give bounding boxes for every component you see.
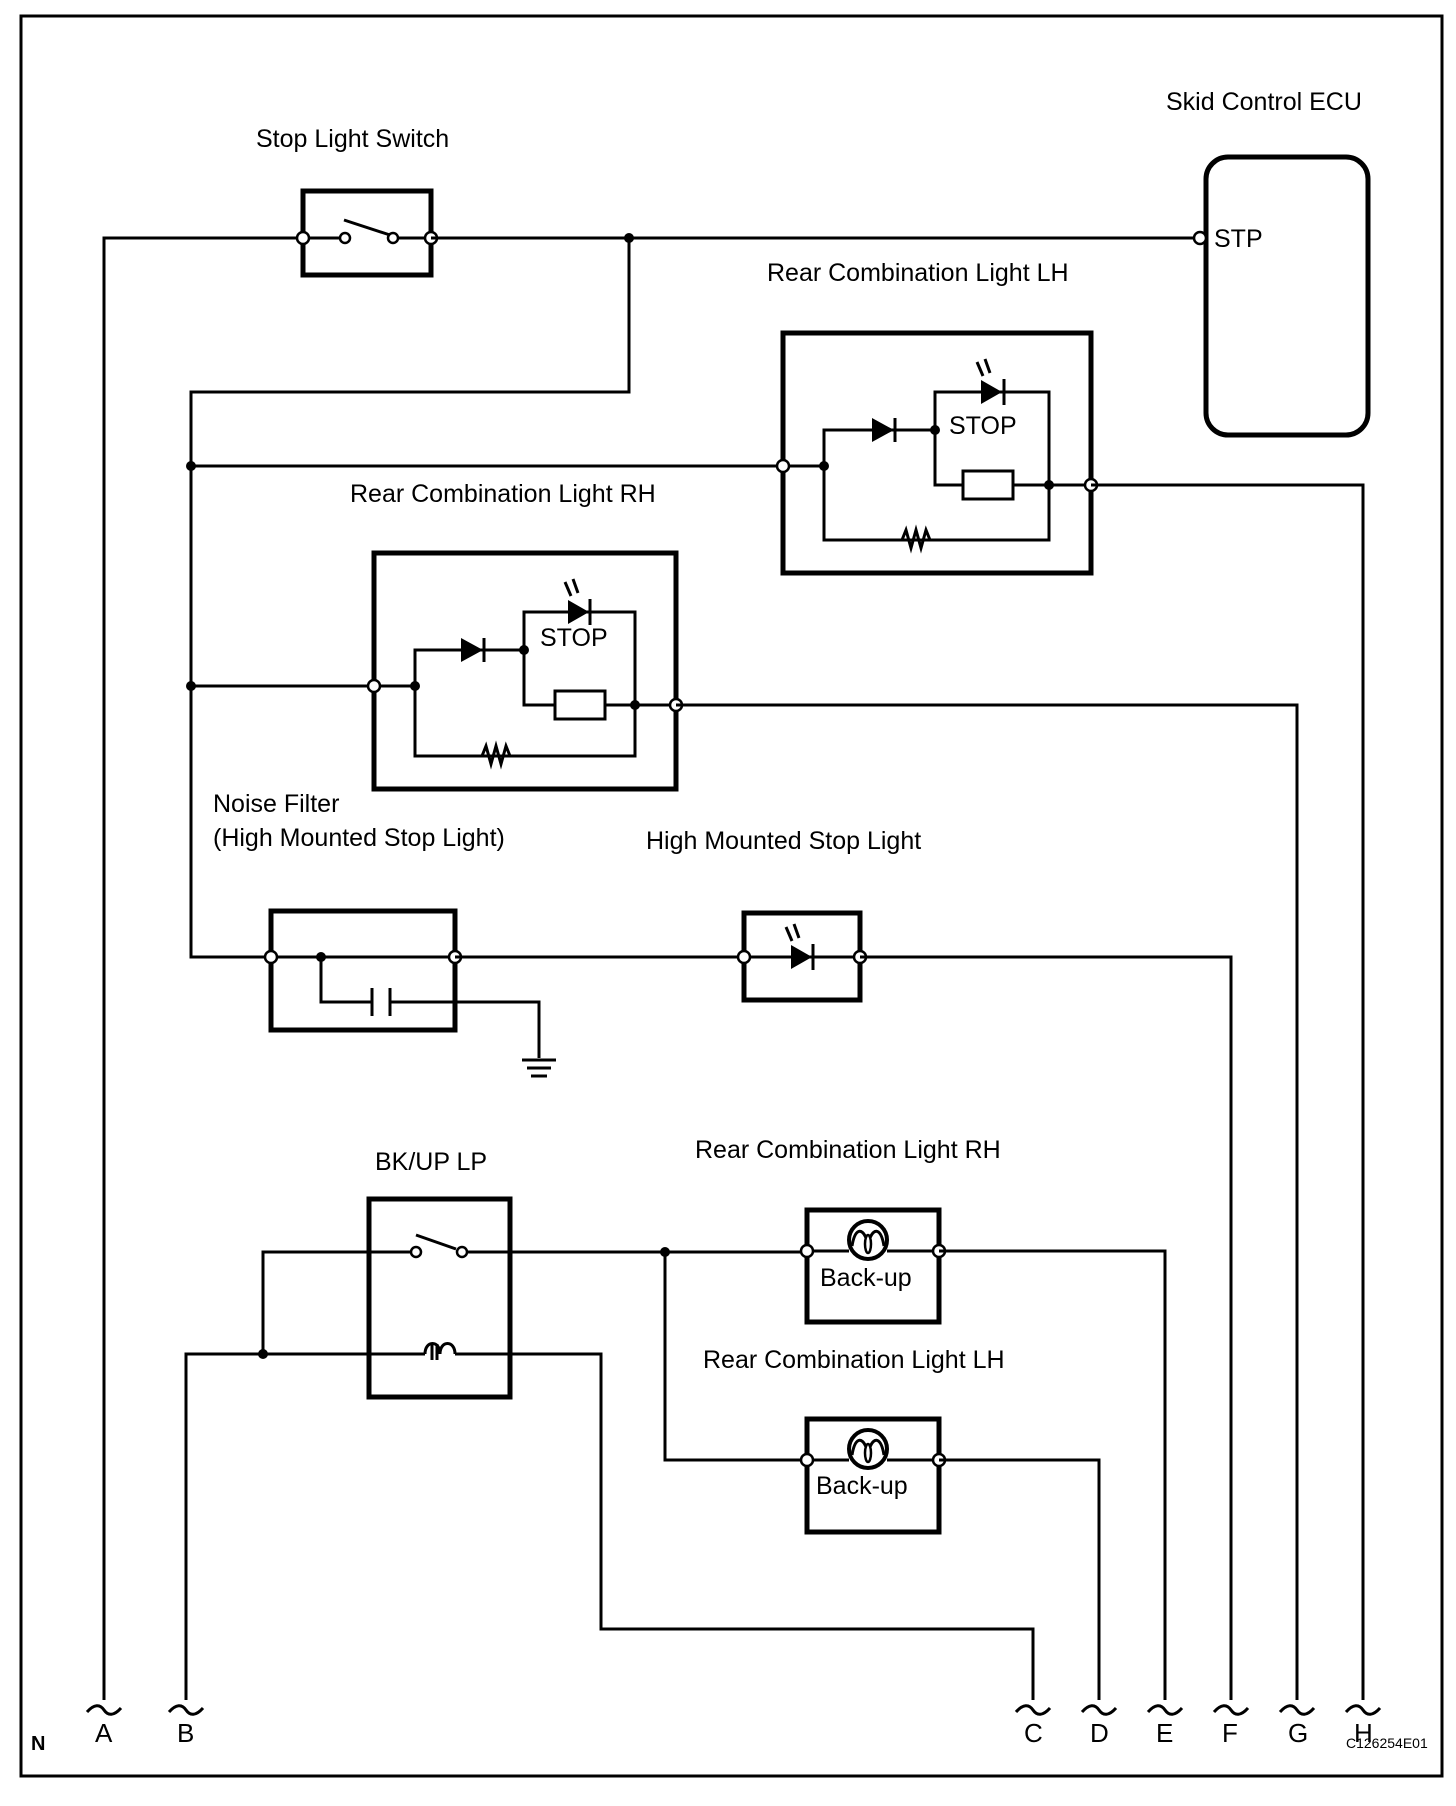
wire-b: [184, 1352, 369, 1700]
rear-comb-lh-stop-label: Rear Combination Light LH: [767, 259, 1069, 287]
switch-contact-icon: [415, 1233, 457, 1251]
bulb-icon: [847, 1219, 889, 1261]
light-rays-icon: [563, 578, 580, 597]
terminal-connectors: A B C D E F G H: [85, 1704, 1382, 1748]
light-rays-icon: [975, 358, 992, 377]
wire-break-icon: [1212, 1704, 1250, 1716]
light-rays-icon: [784, 923, 801, 942]
wire-a: [102, 236, 303, 1700]
rear-comb-rh-backup-label: Rear Combination Light RH: [695, 1136, 1001, 1164]
junction-dot: [258, 1349, 268, 1359]
terminal-label-f: F: [1222, 1718, 1238, 1748]
wire-lh-stop-to-h: [1091, 483, 1365, 1700]
diode-icon: [461, 638, 483, 662]
terminal-label-b: B: [177, 1718, 194, 1748]
rear-comb-lh-backup-label: Rear Combination Light LH: [703, 1346, 1005, 1374]
ecu-label: Skid Control ECU: [1166, 88, 1362, 116]
diode-icon: [872, 418, 894, 442]
terminal-label-h: H: [1354, 1718, 1373, 1748]
corner-label: N: [31, 1733, 45, 1755]
resistor-icon: [900, 524, 932, 554]
rear-comb-light-rh-backup: Rear Combination Light RH Back-up: [695, 1136, 1001, 1325]
bkup-lp-relay: BK/UP LP: [366, 1148, 513, 1400]
led-icon: [568, 600, 589, 624]
ecu-pin-stp: STP: [1214, 225, 1263, 253]
wire-bus-feed: [189, 238, 631, 959]
bulb-element-icon: [553, 689, 607, 721]
wire-break-icon: [1344, 1704, 1382, 1716]
terminal-label-a: A: [95, 1718, 113, 1748]
stop-light-switch: Stop Light Switch: [256, 125, 449, 278]
rear-comb-rh-stop-label: Rear Combination Light RH: [350, 480, 656, 508]
rh-stop-inner-label: STOP: [540, 624, 608, 652]
terminal-label-c: C: [1024, 1718, 1043, 1748]
rear-comb-light-rh-stop: Rear Combination Light RH STOP: [350, 480, 684, 792]
noise-filter: Noise Filter (High Mounted Stop Light): [213, 790, 556, 1078]
stop-light-switch-label: Stop Light Switch: [256, 125, 449, 153]
resistor-icon: [480, 740, 512, 770]
lh-stop-inner-label: STOP: [949, 412, 1017, 440]
hmsl-label: High Mounted Stop Light: [646, 827, 921, 855]
noise-filter-label-2: (High Mounted Stop Light): [213, 824, 505, 852]
wire-backup-lh-to-d: [939, 1458, 1101, 1700]
wire-coil-to-c: [510, 1352, 1035, 1700]
rear-comb-light-lh-backup: Rear Combination Light LH Back-up: [703, 1346, 1005, 1535]
switch-contact-icon: [343, 218, 391, 237]
wire-to-backup-lh: [663, 1252, 807, 1462]
rh-backup-inner-label: Back-up: [820, 1264, 912, 1292]
terminal-label-e: E: [1156, 1718, 1173, 1748]
wire-hmsl-to-f: [860, 955, 1233, 1700]
wire-break-icon: [1080, 1704, 1118, 1716]
terminal-label-g: G: [1288, 1718, 1308, 1748]
rear-comb-light-lh-stop: Rear Combination Light LH STOP: [767, 259, 1099, 576]
skid-control-ecu: Skid Control ECU STP: [1166, 88, 1371, 438]
wire-break-icon: [1278, 1704, 1316, 1716]
noise-filter-label-1: Noise Filter: [213, 790, 339, 818]
high-mounted-stop-light: High Mounted Stop Light: [646, 827, 921, 1003]
bulb-element-icon: [961, 469, 1015, 501]
led-icon: [791, 945, 812, 969]
wire-break-icon: [1014, 1704, 1052, 1716]
wire-break-icon: [1146, 1704, 1184, 1716]
bkup-lp-label: BK/UP LP: [375, 1148, 487, 1176]
lh-backup-inner-label: Back-up: [816, 1472, 908, 1500]
led-icon: [981, 380, 1002, 404]
relay-coil-icon: [423, 1342, 457, 1360]
wire-break-icon: [85, 1704, 123, 1716]
wire-b-branch: [261, 1250, 369, 1354]
ground-icon: [522, 1058, 556, 1078]
diagram-frame: [19, 14, 1444, 1778]
wire-break-icon: [167, 1704, 205, 1716]
bulb-icon: [847, 1428, 889, 1470]
wire-rh-stop-to-g: [676, 703, 1299, 1700]
terminal-label-d: D: [1090, 1718, 1109, 1748]
capacitor-icon: [370, 988, 392, 1016]
wire-backup-rh-to-e: [939, 1249, 1167, 1700]
figure-code: C126254E01: [1346, 1735, 1428, 1751]
